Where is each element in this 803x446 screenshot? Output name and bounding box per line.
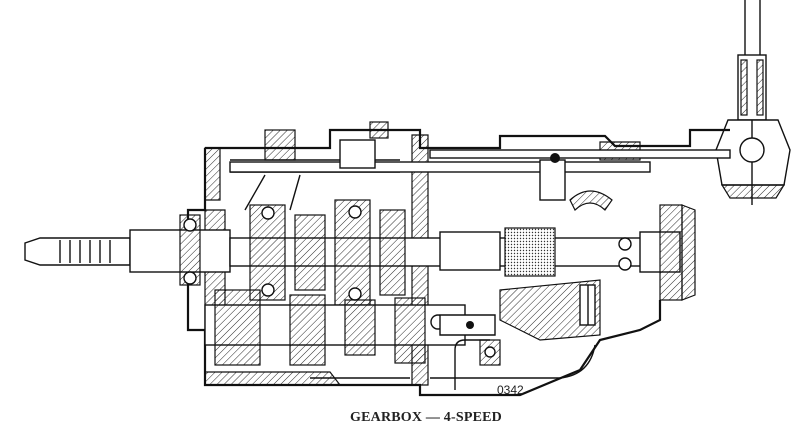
drawing-reference-number: 0342: [497, 383, 524, 397]
layshaft: [204, 289, 501, 366]
input-shaft: [24, 214, 231, 286]
figure-caption: GEARBOX — 4-SPEED: [350, 410, 502, 425]
gear-lever: [715, 0, 791, 205]
selector-rods: [229, 121, 731, 211]
mainshaft-gears: [249, 199, 501, 306]
output-flange: [579, 204, 696, 326]
oil-pipe: [454, 339, 490, 390]
